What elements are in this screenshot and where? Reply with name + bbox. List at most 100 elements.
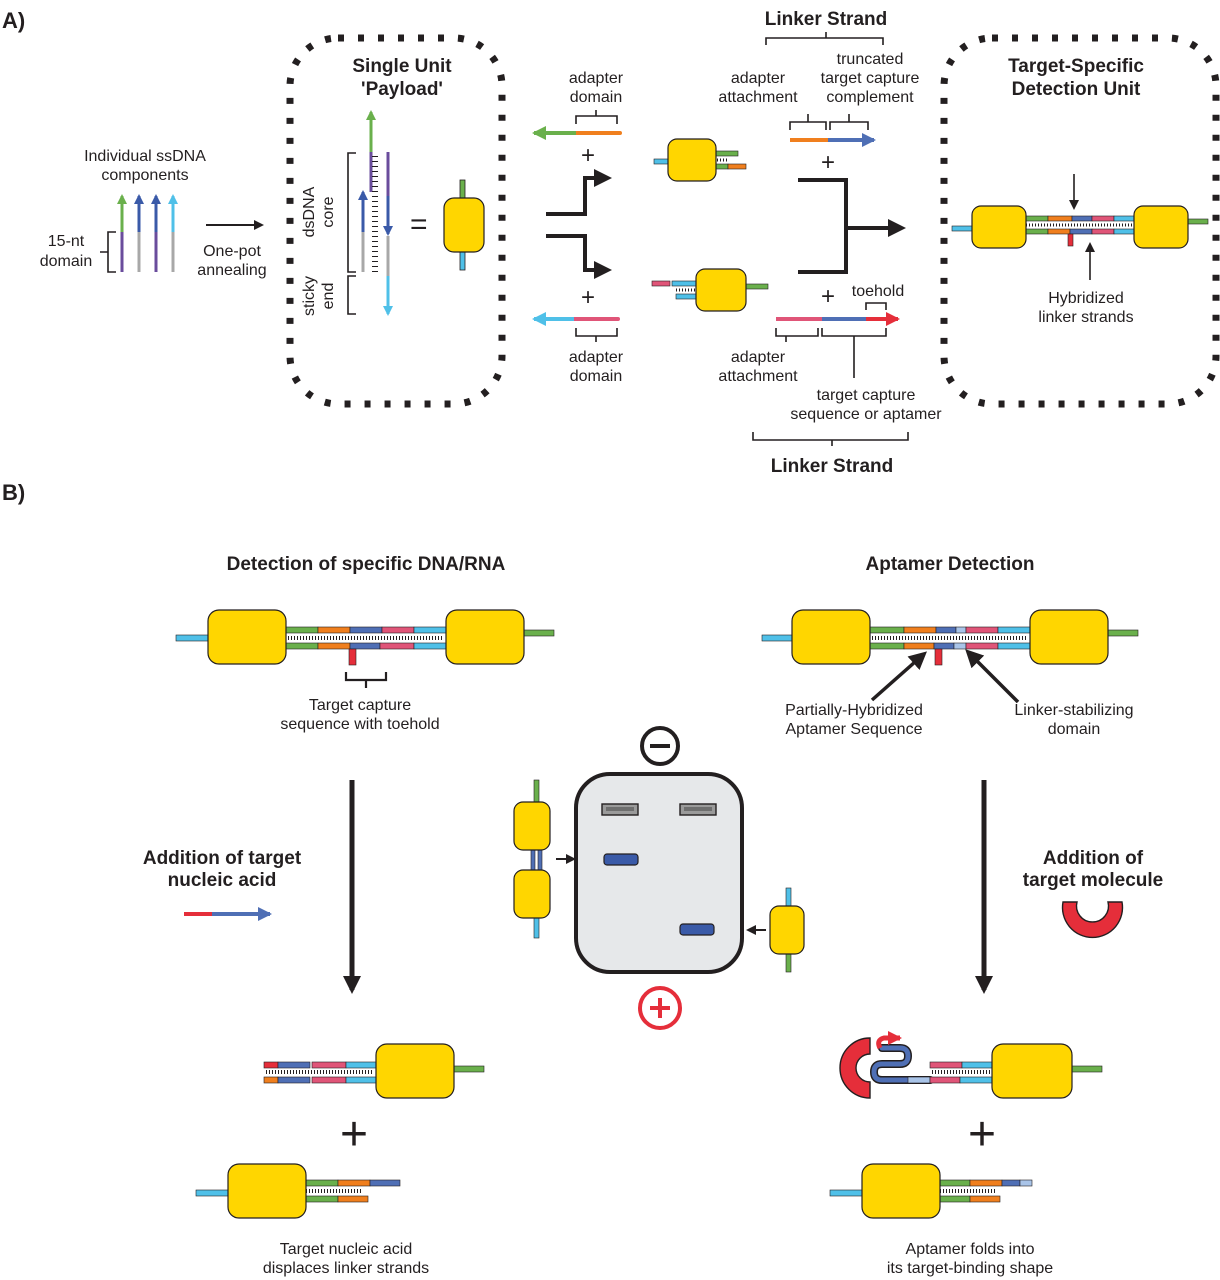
payload-adapter-top	[653, 138, 747, 182]
left-plus: +	[340, 1108, 368, 1161]
capture-bottom-bracket	[821, 328, 887, 378]
detection-unit-title-2: Detection Unit	[1012, 79, 1141, 100]
adapter-attachment-top: adapter	[731, 70, 786, 87]
payload-box	[286, 34, 506, 408]
annealing-label: One-pot	[203, 243, 261, 260]
gel-positive-text: +	[0, 0, 1, 1]
hybridized-label: Hybridized	[1048, 290, 1124, 307]
domain-label-2: domain	[40, 253, 92, 270]
partially-hybridized-2: Aptamer Sequence	[786, 721, 923, 738]
addition-target-molecule: Addition of	[1043, 848, 1144, 869]
linker-stabilizing: Linker-stabilizing	[1014, 702, 1133, 719]
gel-positive-sign-v	[658, 998, 662, 1018]
aptamer-folds-2: its target-binding shape	[887, 1260, 1053, 1277]
adapter-attachment-bottom: adapter	[731, 349, 786, 366]
dsdna-core	[358, 110, 393, 316]
panel-a-label: A)	[2, 8, 25, 33]
target-capture-toehold: Target capture	[309, 697, 411, 714]
displaces-label: Target nucleic acid	[280, 1241, 413, 1258]
attach-top-bracket	[789, 114, 827, 130]
equals-sign: =	[410, 208, 428, 241]
left-detection-unit	[175, 609, 555, 666]
sticky-end-label: sticky	[301, 276, 318, 316]
plus-bottom-linker: +	[821, 283, 835, 310]
addition-target-nucleic: Addition of target	[143, 848, 302, 869]
payload-adapter-bottom	[651, 268, 769, 312]
sticky-end-label-2: end	[320, 283, 337, 310]
target-capture-label-2: sequence or aptamer	[790, 406, 942, 423]
target-molecule-icon	[1061, 901, 1124, 939]
left-result-duplex	[263, 1043, 485, 1099]
detection-unit-title: Target-Specific	[1008, 56, 1144, 77]
right-detection-unit	[761, 609, 1139, 666]
gel-band-dimer	[603, 853, 639, 866]
plus-top-adapter: +	[581, 142, 595, 169]
dsdna-core-label-2: core	[320, 196, 337, 227]
trunc-top-bracket	[829, 114, 869, 130]
panel-b-label: B)	[2, 480, 25, 505]
displaces-label-2: displaces linker strands	[263, 1260, 429, 1277]
plus-top-linker: +	[821, 149, 835, 176]
target-capture-bracket	[344, 672, 388, 688]
addition-target-nucleic-2: nucleic acid	[168, 870, 277, 891]
gel-box	[574, 772, 744, 974]
gel-dimer-marker	[513, 779, 551, 939]
plus-bottom-adapter: +	[581, 284, 595, 311]
payload-symbol	[443, 179, 485, 271]
gel-negative-sign	[650, 744, 670, 748]
adapter-top-bracket	[575, 110, 618, 124]
detection-unit-box	[940, 34, 1220, 408]
payload-title-2: 'Payload'	[361, 79, 443, 100]
target-capture-label: target capture	[817, 387, 916, 404]
truncated-label: truncated	[837, 51, 904, 68]
adapter-bottom-bracket	[575, 328, 618, 342]
gel-monomer-marker	[769, 887, 805, 973]
aptamer-pointer-arrow	[870, 651, 927, 702]
truncated-label-2: target capture	[821, 70, 920, 87]
linker-bottom-bracket	[752, 432, 909, 446]
linker-strand-bottom: Linker Strand	[771, 456, 893, 477]
right-result-bound	[839, 1031, 1103, 1099]
components-label-2: components	[101, 167, 188, 184]
left-title: Detection of specific DNA/RNA	[227, 554, 506, 575]
split-arrows	[546, 169, 612, 279]
linker-stabilizing-2: domain	[1048, 721, 1100, 738]
linker-strand-top: Linker Strand	[765, 9, 887, 30]
right-result-payload	[829, 1163, 1033, 1219]
hybridized-label-2: linker strands	[1038, 309, 1133, 326]
sticky-bracket	[347, 275, 356, 315]
aptamer-folds: Aptamer folds into	[906, 1241, 1035, 1258]
truncated-label-3: complement	[826, 89, 914, 106]
adapter-attachment-bottom-2: attachment	[718, 368, 798, 385]
domain-bracket	[100, 231, 116, 273]
target-capture-toehold-2: sequence with toehold	[280, 716, 439, 733]
attach-bottom-bracket	[775, 328, 819, 342]
dsdna-core-label: dsDNA	[301, 186, 318, 237]
adapter-domain-top-2: domain	[570, 89, 622, 106]
gel-band-monomer	[679, 923, 715, 936]
adapter-attachment-top-2: attachment	[718, 89, 798, 106]
linker-top-bracket	[765, 32, 884, 45]
gel-negative-text: −	[0, 0, 1, 1]
components-label: Individual ssDNA	[84, 148, 206, 165]
core-bracket	[347, 152, 356, 273]
detection-unit-assembly	[951, 205, 1209, 249]
annealing-label-2: annealing	[197, 262, 266, 279]
left-result-payload	[195, 1163, 401, 1219]
ssdna-strands	[117, 194, 178, 272]
partially-hybridized: Partially-Hybridized	[785, 702, 923, 719]
adapter-domain-top: adapter	[569, 70, 624, 87]
right-plus: +	[968, 1108, 996, 1161]
adapter-domain-bottom: adapter	[569, 349, 624, 366]
toehold-label: toehold	[852, 283, 905, 300]
domain-label: 15-nt	[48, 233, 85, 250]
stabilizing-pointer-arrow	[965, 649, 1020, 704]
addition-target-molecule-2: target molecule	[1023, 870, 1163, 891]
payload-title: Single Unit	[352, 56, 452, 77]
toehold-bracket	[865, 302, 887, 310]
right-title: Aptamer Detection	[866, 554, 1035, 575]
adapter-domain-bottom-2: domain	[570, 368, 622, 385]
gel-wells	[601, 803, 717, 816]
merge-arrow	[798, 178, 906, 274]
